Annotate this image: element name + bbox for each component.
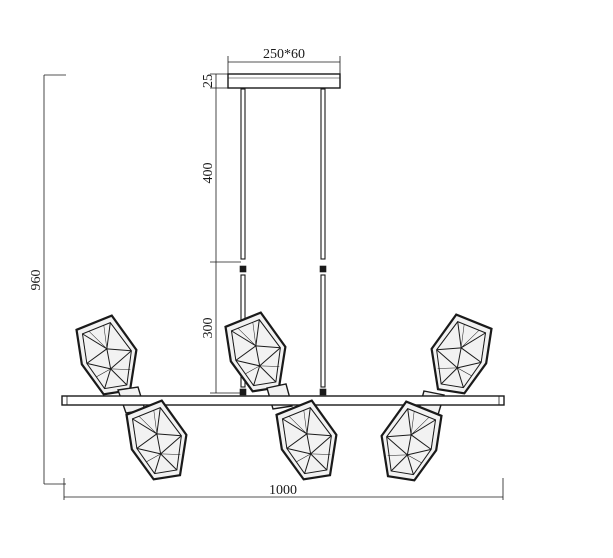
- total-height-dimension: [43, 74, 66, 485]
- rod-upper-label: 400: [201, 163, 216, 184]
- rod-lower-dimension: [210, 262, 241, 394]
- rod-upper-dimension: [210, 88, 241, 263]
- total-width-dimension: [63, 478, 504, 500]
- canopy-height-label: 25: [201, 74, 216, 88]
- horizontal-bar: [61, 395, 505, 406]
- canopy: [227, 73, 341, 89]
- canopy-size-label: 250*60: [263, 47, 305, 62]
- rod-lower-label: 300: [201, 318, 216, 339]
- total-width-label: 1000: [269, 483, 297, 498]
- canopy-height-dimension: [210, 73, 228, 89]
- total-height-label: 960: [29, 270, 44, 291]
- canopy-width-dimension: [227, 56, 341, 74]
- crystal-shade-top-right: [417, 309, 500, 404]
- crystal-shade-bottom-center: [268, 395, 351, 490]
